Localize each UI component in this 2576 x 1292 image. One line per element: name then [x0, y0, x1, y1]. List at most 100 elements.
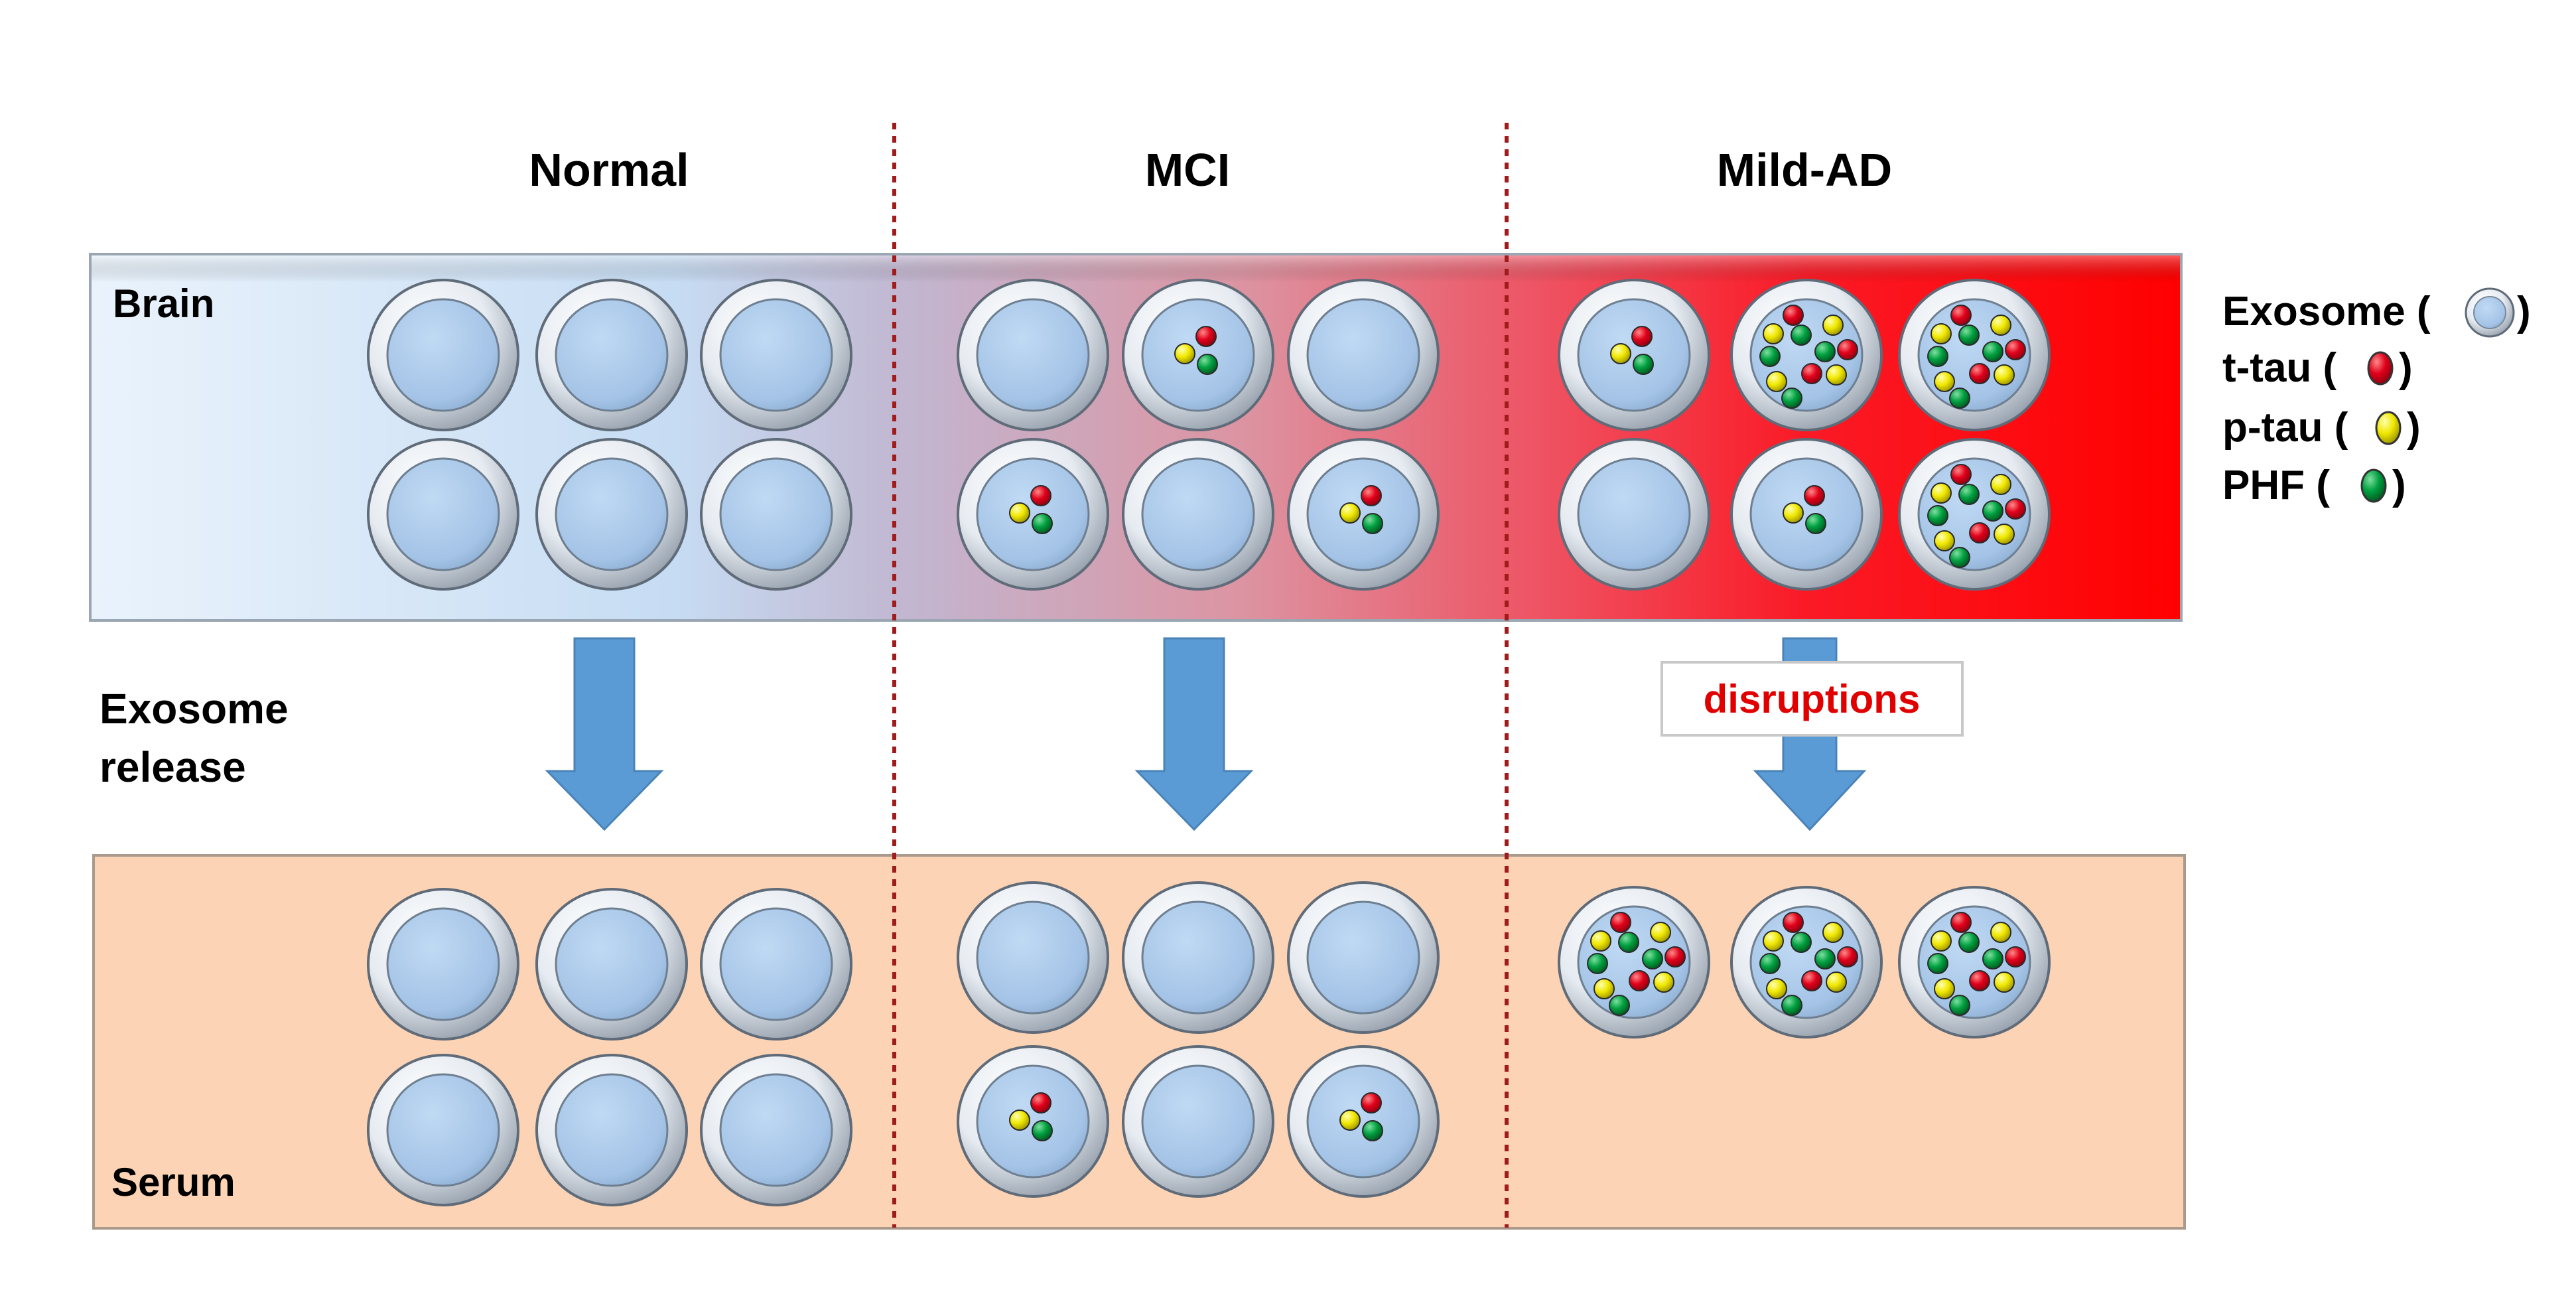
p-tau-dot	[1822, 922, 1844, 943]
exosome-lumen	[555, 298, 669, 412]
brain-exosome-mild-ad-1	[1558, 279, 1710, 431]
serum-exosome-normal-5	[535, 1054, 688, 1206]
p-tau-dot	[1610, 343, 1631, 364]
exosome-lumen	[1577, 298, 1691, 412]
brain-exosome-normal-3	[700, 279, 852, 431]
phf-dot	[1197, 354, 1218, 375]
release-label-line2: release	[100, 743, 246, 791]
serum-exosome-mci-5	[1122, 1045, 1274, 1198]
exosome-lumen	[1141, 1064, 1255, 1179]
brain-exosome-normal-6	[700, 438, 852, 591]
p-tau-dot	[1994, 524, 2015, 545]
legend-label-exosome: Exosome (	[2222, 289, 2431, 334]
p-tau-dot	[1994, 971, 2015, 993]
phf-dot	[1791, 932, 1812, 953]
t-tau-dot	[1950, 305, 1972, 326]
p-tau-dot	[1994, 364, 2015, 386]
p-tau-dot	[1826, 971, 1847, 993]
exosome-lumen	[1306, 457, 1420, 571]
brain-exosome-mci-5	[1122, 438, 1274, 591]
exosome-lumen	[976, 298, 1090, 412]
p-tau-dot	[1822, 315, 1844, 336]
exosome-lumen	[1306, 298, 1420, 412]
t-tau-dot	[2005, 498, 2026, 520]
t-tau-dot	[1804, 485, 1825, 506]
phf-dot	[1927, 346, 1948, 367]
t-tau-dot	[1195, 326, 1217, 347]
phf-dot	[1927, 505, 1948, 526]
legend-close-exosome: )	[2517, 289, 2531, 334]
brain-exosome-mci-2	[1122, 279, 1274, 431]
t-tau-dot	[1801, 363, 1822, 384]
p-tau-dot	[1593, 978, 1615, 999]
legend-label-p-tau: p-tau (	[2222, 405, 2348, 451]
phf-icon	[2360, 468, 2387, 503]
phf-dot	[1032, 513, 1053, 534]
exosome-lumen	[719, 457, 833, 571]
phf-dot	[1949, 995, 1970, 1016]
p-tau-dot	[1339, 1110, 1361, 1131]
exosome-lumen	[1306, 1064, 1420, 1179]
t-tau-dot	[1783, 912, 1804, 933]
phf-dot	[1958, 484, 1980, 505]
p-tau-dot	[1650, 922, 1671, 943]
t-tau-dot	[2005, 946, 2026, 968]
phf-dot	[1032, 1120, 1053, 1141]
p-tau-dot	[1009, 502, 1030, 524]
serum-exosome-mci-3	[1287, 881, 1440, 1034]
legend-label-t-tau: t-tau (	[2222, 345, 2337, 391]
phf-dot	[1814, 948, 1836, 969]
p-tau-dot	[1990, 922, 2011, 943]
exosome-lumen	[555, 457, 669, 571]
t-tau-dot	[1030, 1092, 1051, 1113]
phf-dot	[1982, 341, 2003, 362]
p-tau-dot	[1590, 930, 1611, 952]
p-tau-dot	[1766, 978, 1787, 999]
exosome-lumen	[555, 1073, 669, 1187]
serum-exosome-mild-ad-1	[1558, 886, 1710, 1039]
legend-close-p-tau: )	[2407, 405, 2421, 451]
legend-close-t-tau: )	[2399, 345, 2413, 391]
t-tau-dot	[1950, 464, 1972, 485]
phf-dot	[1927, 953, 1948, 974]
t-tau-dot	[1361, 1092, 1382, 1113]
t-tau-dot	[1631, 326, 1653, 347]
phf-dot	[1618, 932, 1639, 953]
exosome-lumen	[1749, 457, 1864, 571]
disruption-box	[1661, 661, 1964, 737]
phf-dot	[1805, 513, 1826, 534]
exosome-lumen	[386, 907, 500, 1021]
p-tau-dot	[1990, 474, 2011, 495]
release-arrow-mci	[1134, 637, 1254, 831]
t-tau-icon	[2367, 351, 2394, 386]
exosome-lumen	[976, 457, 1090, 571]
p-tau-dot	[1766, 371, 1787, 392]
exosome-lumen	[1141, 457, 1255, 571]
brain-exosome-normal-1	[367, 279, 519, 431]
disruption-label: disruptions	[1704, 677, 1921, 721]
serum-exosome-mci-1	[957, 881, 1109, 1034]
phf-dot	[1958, 932, 1980, 953]
brain-exosome-mci-3	[1287, 279, 1440, 431]
stage-title-mci: MCI	[1145, 144, 1230, 196]
p-tau-dot	[1009, 1110, 1030, 1131]
phf-dot	[1633, 354, 1654, 375]
exosome-lumen	[976, 1064, 1090, 1179]
t-tau-dot	[1837, 339, 1858, 360]
exosome-lumen	[386, 457, 500, 571]
p-tau-dot	[1931, 482, 1952, 504]
p-tau-dot	[1934, 530, 1955, 551]
serum-exosome-mci-6	[1287, 1045, 1440, 1198]
phf-dot	[1362, 1120, 1383, 1141]
exosome-groups	[367, 279, 2051, 1206]
t-tau-dot	[1950, 912, 1972, 933]
stage-title-mild-ad: Mild-AD	[1717, 144, 1892, 196]
p-tau-icon	[2375, 411, 2402, 445]
brain-exosome-mci-1	[957, 279, 1109, 431]
p-tau-dot	[1931, 323, 1952, 344]
serum-exosome-normal-3	[700, 888, 852, 1041]
phf-dot	[1949, 547, 1970, 568]
serum-exosome-normal-4	[367, 1054, 519, 1206]
brain-exosome-mild-ad-3	[1898, 279, 2051, 431]
